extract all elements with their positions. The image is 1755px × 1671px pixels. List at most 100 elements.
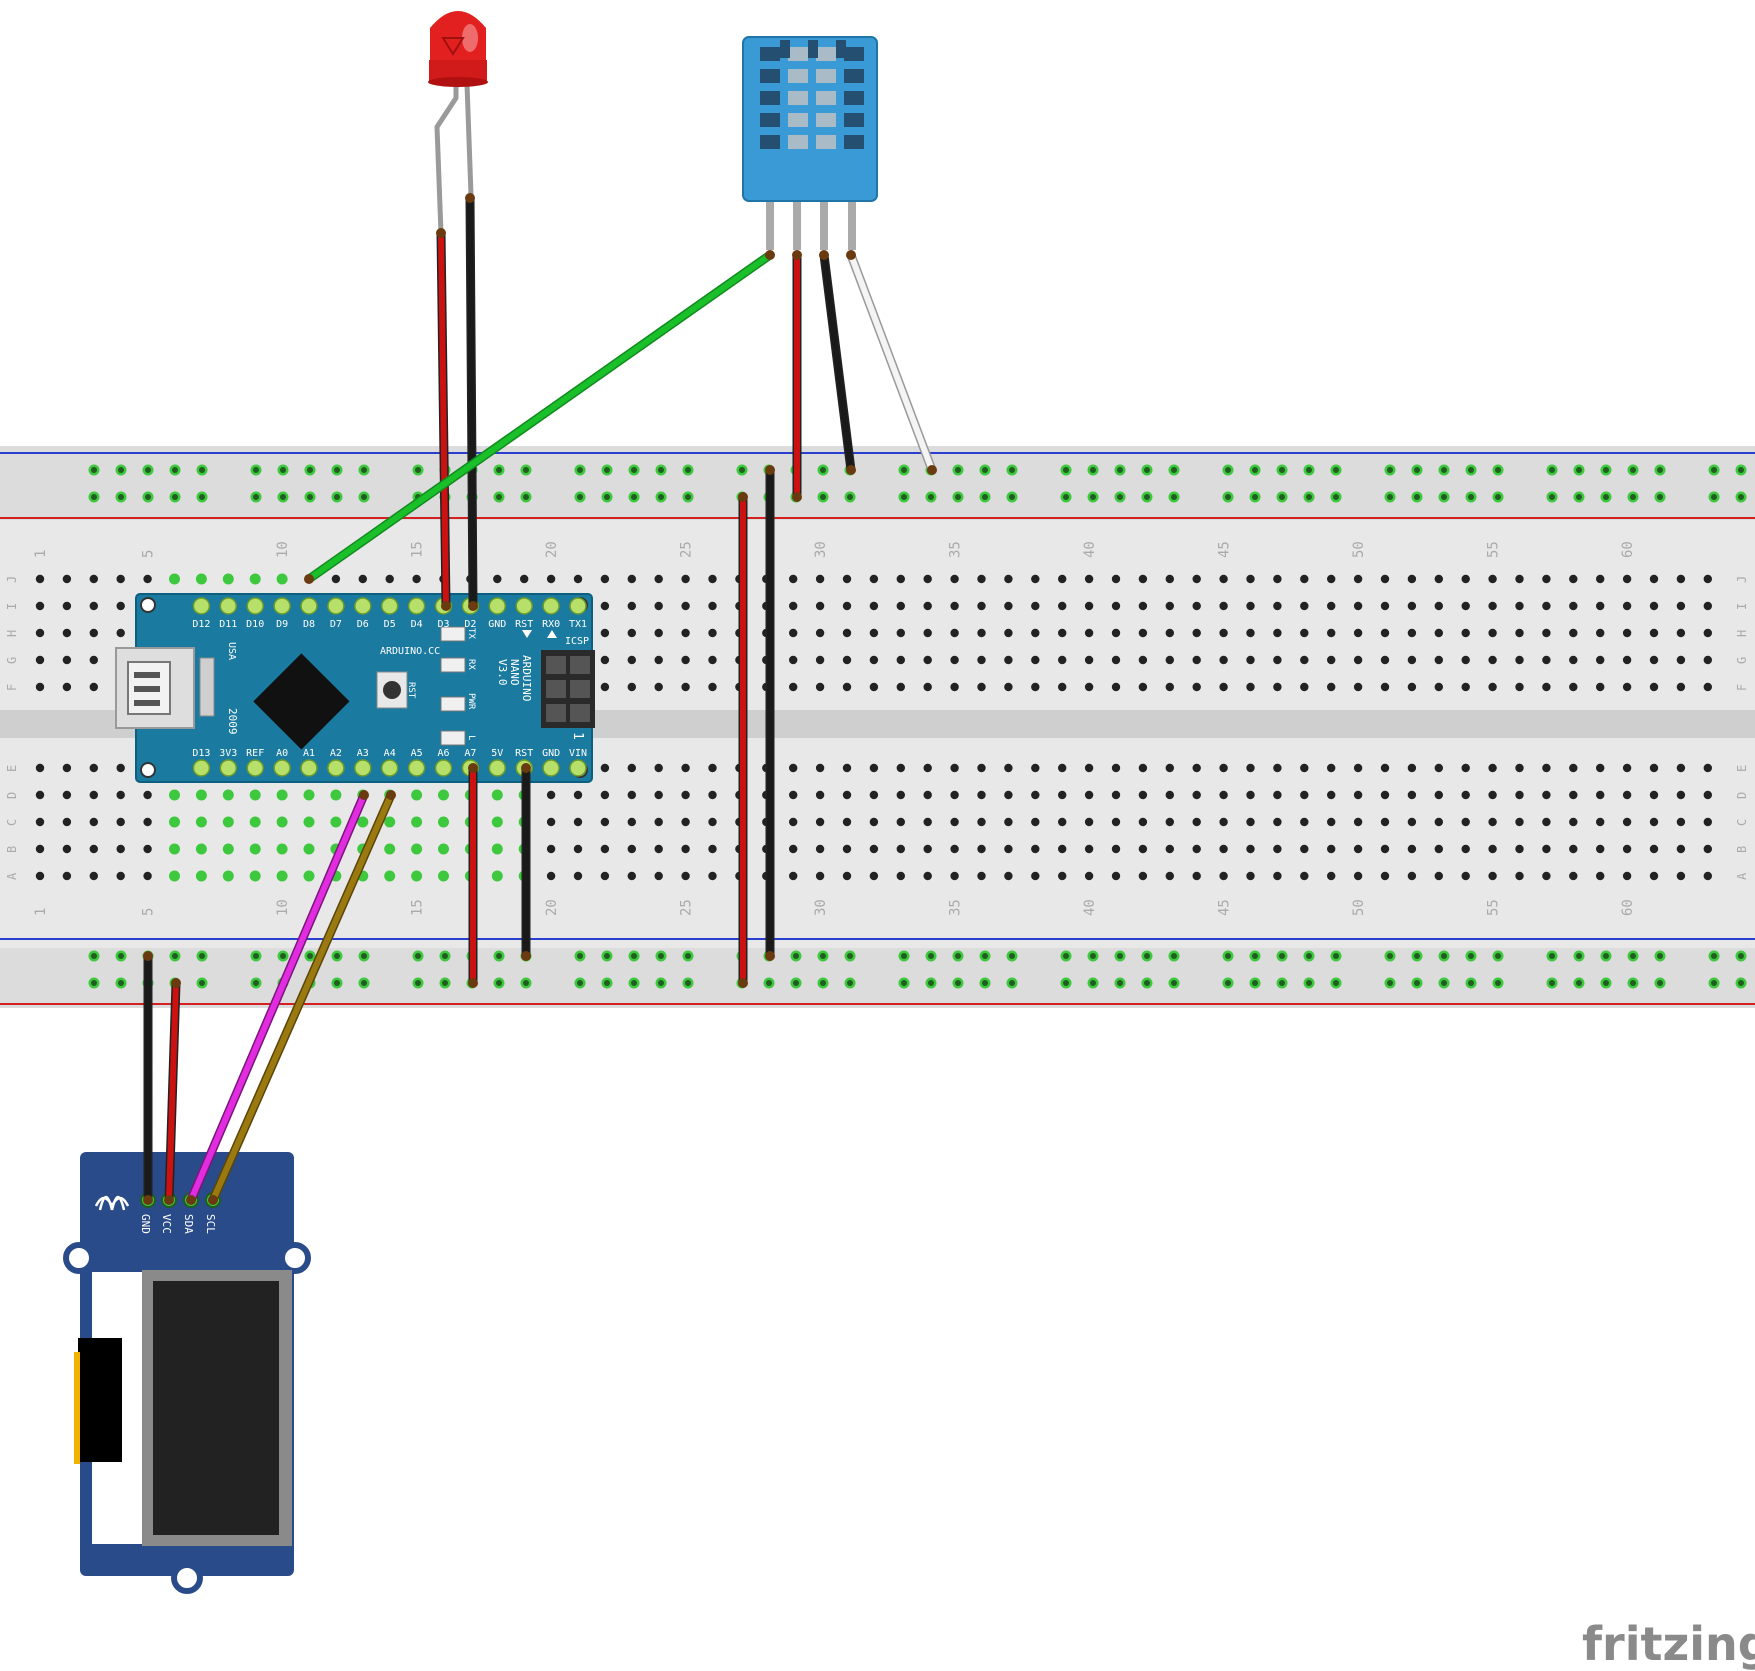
reset-button[interactable]	[376, 671, 408, 709]
rail-hole-center	[334, 980, 340, 986]
breadboard-hole	[1192, 763, 1201, 773]
breadboard-hole	[1622, 628, 1632, 638]
arduino-pin	[300, 759, 318, 777]
breadboard-hole	[1058, 790, 1067, 800]
rail-hole-center	[1279, 494, 1285, 500]
breadboard-hole	[977, 682, 986, 692]
breadboard-hole	[89, 844, 99, 854]
breadboard-hole	[195, 870, 207, 882]
breadboard-hole	[222, 843, 234, 855]
breadboard-hole	[1138, 817, 1148, 827]
breadboard-hole	[815, 682, 825, 692]
breadboard-hole	[116, 763, 125, 773]
breadboard-hole	[1703, 817, 1713, 827]
breadboard-hole	[1434, 763, 1444, 773]
rail-hole-center	[820, 980, 826, 986]
column-number-label: 25	[679, 541, 695, 558]
breadboard-hole	[1703, 682, 1713, 692]
grille-slot	[844, 135, 864, 149]
breadboard-hole	[1461, 682, 1470, 692]
rail-hole-center	[1414, 467, 1420, 473]
breadboard-hole	[1273, 817, 1282, 827]
breadboard-hole	[896, 574, 905, 584]
rail-hole-center	[1063, 980, 1069, 986]
breadboard-hole	[815, 655, 825, 665]
breadboard-hole	[1649, 574, 1659, 584]
breadboard-hole	[1703, 844, 1713, 854]
breadboard-hole	[1353, 601, 1363, 611]
rail-hole-center	[928, 953, 934, 959]
breadboard-hole	[1542, 790, 1551, 800]
breadboard-hole	[1004, 601, 1013, 611]
dht-nc-wire-end	[846, 250, 856, 260]
oled-vcc-wire	[166, 980, 179, 1203]
rail-hole-center	[793, 953, 799, 959]
breadboard-hole	[1622, 817, 1632, 827]
arduino-pin	[327, 759, 345, 777]
breadboard-hole	[1542, 763, 1551, 773]
rail-hole-center	[1495, 494, 1501, 500]
rail-hole-center	[1441, 953, 1447, 959]
breadboard-hole	[1273, 844, 1282, 854]
led-label-pwr: PWR	[466, 693, 476, 710]
rail-hole-center	[1603, 980, 1609, 986]
rail-hole-center	[1657, 980, 1663, 986]
breadboard-hole	[789, 601, 798, 611]
breadboard-hole	[1327, 844, 1336, 854]
breadboard-hole	[1246, 601, 1255, 611]
arduino-pin	[300, 597, 318, 615]
grille-slot	[788, 113, 808, 127]
rail-hole-center	[1252, 980, 1258, 986]
breadboard-hole	[1649, 871, 1659, 881]
rail-hole-center	[1576, 980, 1582, 986]
breadboard-hole	[654, 655, 663, 665]
led-anode-wire-end	[436, 228, 446, 238]
breadboard-hole	[1542, 682, 1551, 692]
rail-hole-center	[820, 953, 826, 959]
breadboard-hole	[627, 655, 636, 665]
breadboard-hole	[654, 763, 663, 773]
row-letter-label: H	[5, 630, 19, 637]
breadboard-hole	[1488, 682, 1497, 692]
breadboard-hole	[35, 871, 45, 881]
breadboard-hole	[1219, 817, 1228, 827]
breadboard-hole	[222, 870, 234, 882]
breadboard-hole	[1488, 763, 1497, 773]
breadboard-hole	[1058, 817, 1067, 827]
breadboard-hole	[1111, 817, 1121, 827]
breadboard-hole	[1434, 790, 1444, 800]
breadboard-hole	[1192, 655, 1201, 665]
breadboard-hole	[330, 816, 342, 828]
breadboard-hole	[842, 817, 852, 827]
breadboard-hole	[815, 817, 825, 827]
arduino-top-pin-label: D9	[276, 619, 288, 630]
breadboard-hole	[977, 628, 986, 638]
breadboard-hole	[1165, 628, 1175, 638]
rail-hole-center	[847, 494, 853, 500]
breadboard-hole	[89, 628, 99, 638]
rail-hole-center	[928, 980, 934, 986]
row-letter-label: C	[5, 819, 19, 826]
breadboard-hole	[1058, 844, 1067, 854]
breadboard-hole	[331, 574, 341, 584]
breadboard-hole	[869, 655, 879, 665]
breadboard-hole	[1084, 682, 1094, 692]
rail-gnd-bridge-wire-end	[765, 951, 775, 961]
breadboard-hole	[1353, 682, 1363, 692]
rail-hole-center	[1630, 467, 1636, 473]
breadboard-hole	[1246, 655, 1255, 665]
column-number-label: 5	[141, 908, 157, 916]
breadboard-hole	[1596, 628, 1605, 638]
breadboard-hole	[1327, 817, 1336, 827]
arduino-top-pin-label: GND	[488, 619, 506, 630]
rail-hole-center	[631, 980, 637, 986]
breadboard-hole	[1649, 655, 1659, 665]
breadboard-hole	[1488, 871, 1497, 881]
breadboard-hole	[1300, 574, 1309, 584]
arduino-bottom-pin-label: RST	[515, 748, 533, 759]
jumper-wires	[143, 193, 937, 1205]
breadboard-hole	[520, 574, 529, 584]
breadboard-hole	[1569, 763, 1578, 773]
breadboard-hole	[1569, 817, 1578, 827]
rail-hole-center	[415, 980, 421, 986]
